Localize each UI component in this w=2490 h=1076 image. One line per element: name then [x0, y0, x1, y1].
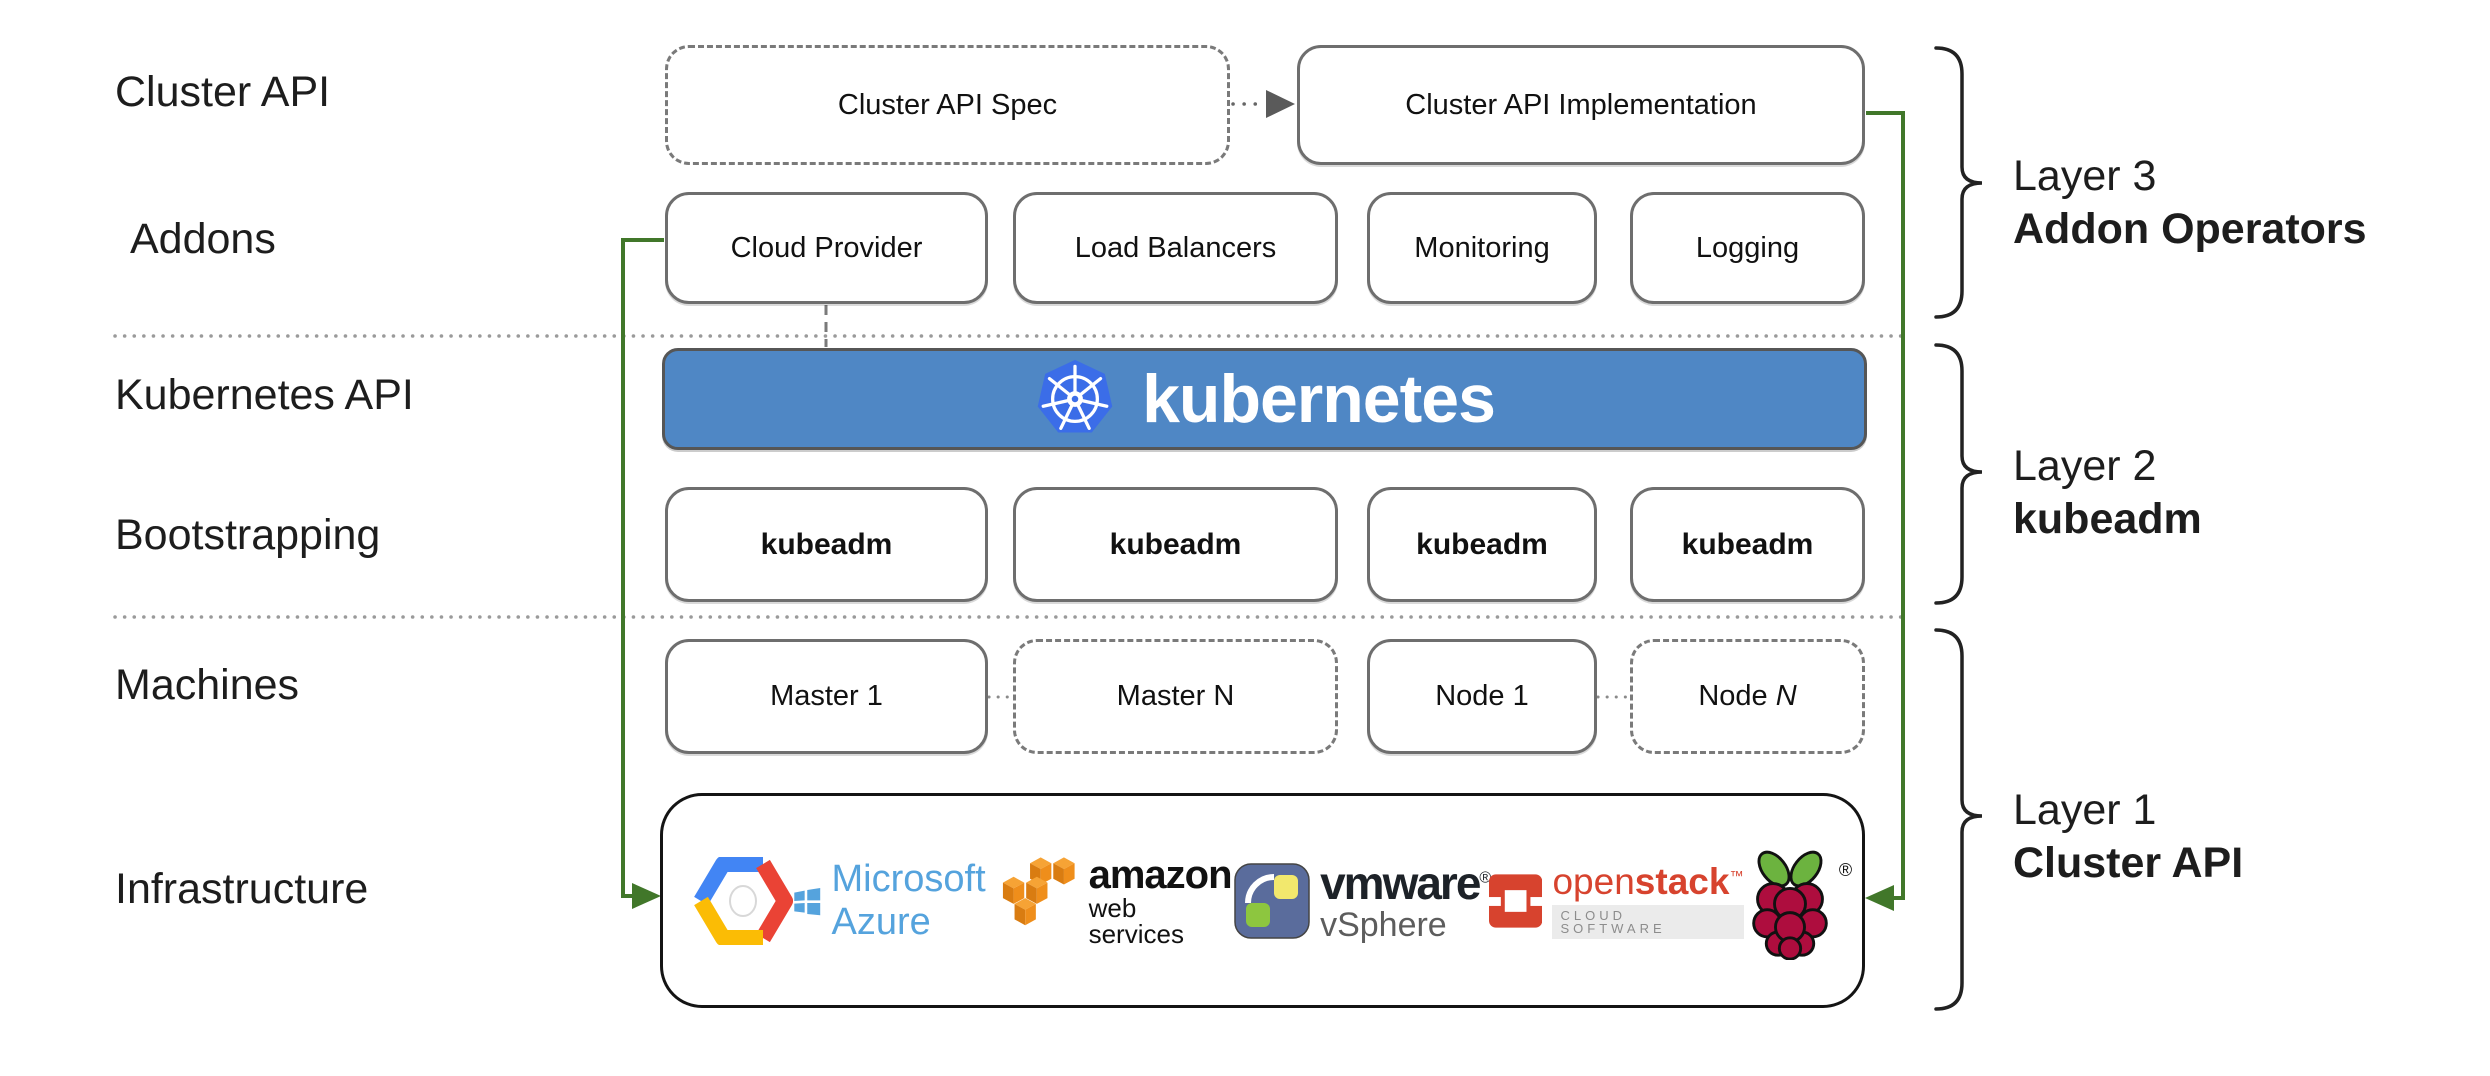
spec-to-impl-arrowhead: [1266, 90, 1295, 118]
layer1-label: Layer 1 Cluster API: [2013, 784, 2243, 890]
green-arrowhead-left: [632, 883, 661, 909]
kubeadm-box-4: kubeadm: [1630, 487, 1865, 602]
aws-logo: amazon web services: [1001, 855, 1234, 947]
openstack-subtitle: CLOUD SOFTWARE: [1552, 904, 1745, 939]
row-label-infrastructure: Infrastructure: [115, 865, 369, 913]
kubeadm-box-2: kubeadm: [1013, 487, 1338, 602]
vsphere-wordmark: vSphere: [1320, 905, 1447, 944]
google-cloud-icon: [694, 856, 793, 945]
machine-label-italic-n: N: [1775, 680, 1797, 712]
kubernetes-wordmark: kubernetes: [1142, 361, 1496, 437]
addon-box-cloud-provider: Cloud Provider: [665, 192, 988, 304]
layer2-subtitle: kubeadm: [2013, 495, 2202, 543]
green-connector-left: [621, 238, 664, 898]
openstack-logo: openstack™ CLOUD SOFTWARE: [1489, 860, 1745, 939]
row-label-machines: Machines: [115, 661, 300, 709]
aws-wordmark-amazon: amazon: [1088, 852, 1233, 897]
layer1-subtitle: Cluster API: [2013, 839, 2244, 887]
machine-label: Node 1: [1435, 680, 1529, 712]
aws-cubes-icon: [1003, 856, 1075, 925]
openstack-wordmark-stack: stack: [1634, 860, 1730, 902]
layer3-subtitle: Addon Operators: [2013, 205, 2367, 253]
machine-label: Node: [1698, 680, 1776, 712]
raspberry-pi-logo: ®: [1744, 842, 1852, 960]
machine-label: Master N: [1116, 680, 1235, 712]
row-label-bootstrapping: Bootstrapping: [115, 511, 381, 559]
layer3-brace: [1934, 46, 1983, 319]
machine-box-node-1: Node 1: [1367, 639, 1597, 754]
openstack-wordmark-open: open: [1552, 860, 1635, 902]
kubernetes-logo-icon: [1037, 359, 1113, 433]
machine-box-node-n: Node N: [1630, 639, 1865, 754]
addon-box-monitoring: Monitoring: [1367, 192, 1597, 304]
row-label-kubernetes-api: Kubernetes API: [115, 371, 414, 419]
machine-label: Master 1: [770, 680, 883, 712]
raspberry-pi-icon: [1752, 850, 1828, 960]
raspberry-registered-mark: ®: [1838, 859, 1853, 880]
layer2-label: Layer 2 kubeadm: [2013, 440, 2202, 546]
vmware-registered-mark: ®: [1479, 869, 1491, 887]
addon-box-load-balancers: Load Balancers: [1013, 192, 1338, 304]
cluster-api-spec-box: Cluster API Spec: [665, 45, 1230, 165]
green-connector-right: [1866, 111, 1905, 900]
vmware-vsphere-logo: vmware® vSphere: [1234, 856, 1491, 944]
layer2-brace: [1934, 343, 1983, 605]
azure-wordmark: Microsoft Azure: [831, 857, 986, 943]
layer3-title: Layer 3: [2013, 152, 2157, 200]
kubeadm-box-1: kubeadm: [665, 487, 988, 602]
layer3-label: Layer 3 Addon Operators: [2013, 150, 2367, 256]
azure-window-icon: [794, 887, 821, 915]
openstack-trademark: ™: [1729, 867, 1744, 884]
aws-wordmark-web-services: web services: [1088, 892, 1184, 949]
kubeadm-box-3: kubeadm: [1367, 487, 1597, 602]
row-label-addons: Addons: [130, 215, 276, 263]
vmware-icon: [1234, 862, 1310, 939]
google-cloud-logo: [693, 856, 793, 945]
kubernetes-banner: kubernetes: [662, 348, 1867, 450]
layer1-brace: [1934, 628, 1983, 1011]
layer1-title: Layer 1: [2013, 786, 2157, 834]
microsoft-azure-logo: Microsoft Azure: [793, 858, 1001, 944]
row-label-cluster-api: Cluster API: [115, 68, 331, 116]
green-arrowhead-right: [1865, 885, 1894, 911]
cluster-api-implementation-box: Cluster API Implementation: [1297, 45, 1865, 165]
openstack-icon: [1489, 873, 1543, 928]
machine-box-master-n: Master N: [1013, 639, 1338, 754]
layer2-title: Layer 2: [2013, 442, 2157, 490]
machine-box-master-1: Master 1: [665, 639, 988, 754]
infrastructure-box: Microsoft Azure amazon web services: [660, 793, 1865, 1008]
vmware-wordmark: vmware: [1320, 856, 1481, 909]
addon-box-logging: Logging: [1630, 192, 1865, 304]
